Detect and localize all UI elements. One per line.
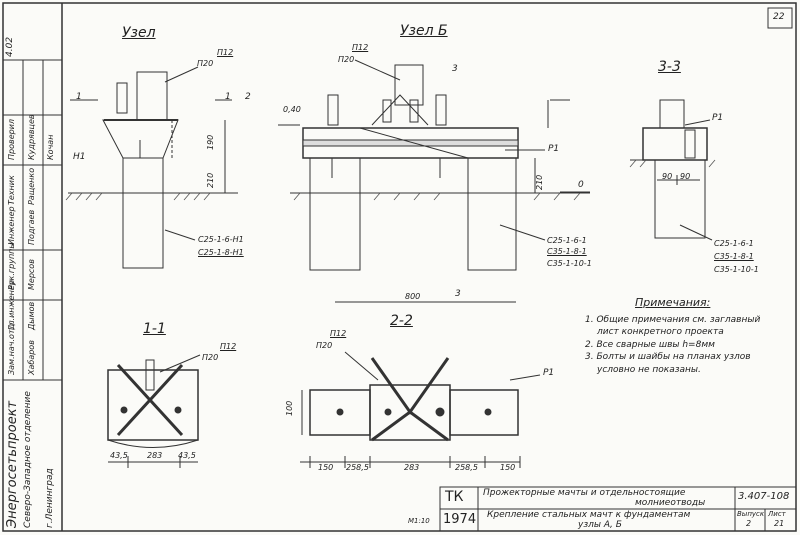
approve-label: Проверил xyxy=(7,118,16,160)
sheet-label: Лист xyxy=(768,510,786,518)
view-title-uzel-a: Узел xyxy=(122,25,156,41)
corner-code: 4.02 xyxy=(5,36,15,57)
mark-a-1: С25-1-8-Н1 xyxy=(198,248,244,257)
title-line-2: молниеотводы xyxy=(635,498,706,508)
mark-a-0: С25-1-6-Н1 xyxy=(198,235,244,244)
title-code: ТК xyxy=(445,489,464,505)
dim-43-5-b: 43,5 xyxy=(178,451,196,460)
label-p12-c: П12 xyxy=(220,342,237,351)
issue-number: 2 xyxy=(746,519,752,528)
note-line: лист конкретного проекта xyxy=(597,327,724,337)
label-p1-a: Р1 xyxy=(548,144,560,154)
cut-mark-2: 2 xyxy=(245,92,251,102)
elevation-zero: 0 xyxy=(578,180,584,190)
note-line: условно не показаны. xyxy=(597,364,701,375)
mark-b-1: С35-1-8-1 xyxy=(547,247,587,256)
dim-210-b: 210 xyxy=(535,174,544,190)
note-line: 2. Все сварные швы h=8мм xyxy=(585,339,715,350)
note-line: 3. Болты и шайбы на планах узлов xyxy=(585,352,751,362)
role-2: Рук.группы xyxy=(7,242,16,290)
approve-name-0: Кудрявцев xyxy=(27,114,36,160)
dim-43-5-a: 43,5 xyxy=(110,451,128,460)
role-3: Инженер xyxy=(7,206,16,245)
title-line-1: Прожекторные мачты и отдельностоящие xyxy=(483,488,686,498)
org-branch: Северо-Западное отделение xyxy=(23,391,33,528)
dim-150-b: 150 xyxy=(500,463,516,472)
elevation-0-40: 0,40 xyxy=(283,105,301,114)
sheet-value: 21 xyxy=(774,519,785,528)
role-4: Техник xyxy=(7,175,16,205)
dim-800: 800 xyxy=(405,292,421,301)
title-year: 1974 xyxy=(443,512,477,527)
dim-283-b: 283 xyxy=(404,463,420,472)
name-3: Подгаев xyxy=(27,209,36,245)
name-0: Хабаров xyxy=(27,340,36,375)
label-p20-d: П20 xyxy=(316,341,333,350)
view-title-uzel-b: Узел Б xyxy=(400,23,448,39)
label-p20-a: П20 xyxy=(197,59,214,68)
label-p20-b: П20 xyxy=(338,55,355,64)
view-title-section-2-2: 2-2 xyxy=(390,313,413,329)
dim-100: 100 xyxy=(285,400,294,416)
label-p12-d: П12 xyxy=(330,329,347,338)
label-p1-b: Р1 xyxy=(712,113,724,123)
org-city: г.Ленинград xyxy=(45,468,55,528)
note-line: 1. Общие примечания см. заглавный xyxy=(585,314,761,325)
mark-c-2: С35-1-10-1 xyxy=(714,265,759,274)
org-name: Энергосетьпроект xyxy=(5,400,20,528)
sheet-number: 22 xyxy=(773,12,785,22)
mark-b-2: С35-1-10-1 xyxy=(547,259,592,268)
notes-title: Примечания: xyxy=(635,296,711,309)
dim-283-a: 283 xyxy=(147,451,163,460)
name-1: Дымов xyxy=(27,301,36,330)
name-2: Мерсов xyxy=(27,259,36,290)
mark-b-0: С25-1-6-1 xyxy=(547,236,587,245)
notes-block: Примечания: 1. Общие примечания см. загл… xyxy=(585,296,790,376)
issue-label: Выпуск xyxy=(737,510,765,518)
view-title-section-3-3: 3-3 xyxy=(658,59,681,75)
cut-mark-3-bottom: 3 xyxy=(455,289,461,299)
mark-c-1: С35-1-8-1 xyxy=(714,252,754,261)
dim-90-b: 90 xyxy=(680,172,691,181)
dim-210-a: 210 xyxy=(206,172,215,188)
dim-190: 190 xyxy=(206,134,215,150)
name-4: Ращенко xyxy=(27,167,36,205)
cut-mark-1-left: 1 xyxy=(76,92,82,102)
approve-name-1: Кочан xyxy=(46,134,55,160)
subtitle-line-2: узлы А, Б xyxy=(578,520,622,530)
scale-stamp: М1:10 xyxy=(408,517,430,525)
label-p12-a: П12 xyxy=(217,48,234,57)
label-p12-b: П12 xyxy=(352,43,369,52)
dim-258-5-a: 258,5 xyxy=(346,463,369,472)
cut-mark-1-right: 1 xyxy=(225,92,231,102)
subtitle-line-1: Крепление стальных мачт к фундаментам xyxy=(487,510,691,520)
cut-mark-3-top: 3 xyxy=(452,64,458,74)
dim-90-a: 90 xyxy=(662,172,673,181)
view-title-section-1-1: 1-1 xyxy=(143,321,166,337)
label-p1-c: Р1 xyxy=(543,368,555,378)
label-h1: Н1 xyxy=(73,152,86,162)
dim-150-a: 150 xyxy=(318,463,334,472)
dim-258-5-b: 258,5 xyxy=(455,463,478,472)
label-p20-c: П20 xyxy=(202,353,219,362)
doc-number: 3.407-108 xyxy=(738,491,790,502)
mark-c-0: С25-1-6-1 xyxy=(714,239,754,248)
